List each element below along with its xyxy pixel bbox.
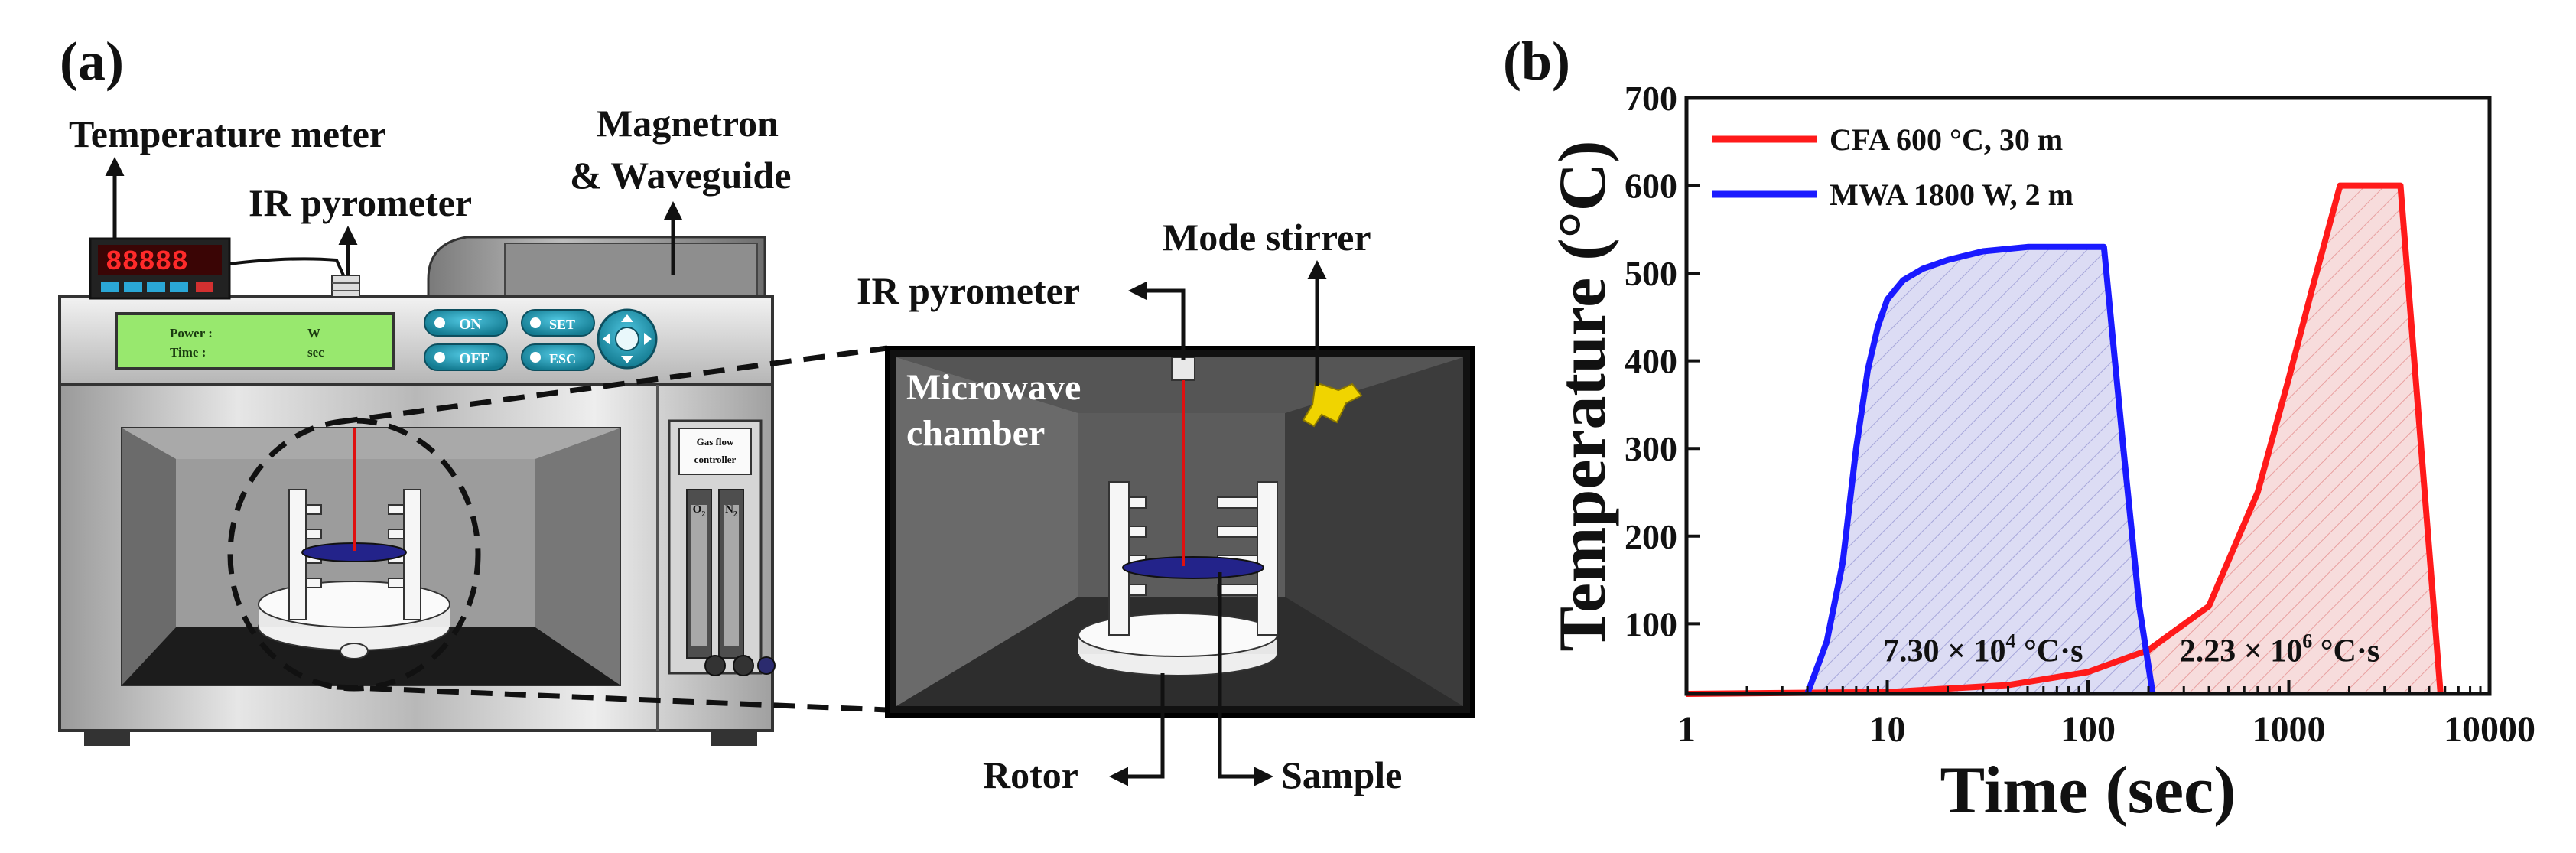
x-tick-label: 1 [1677, 709, 1696, 750]
label-mode-stirrer: Mode stirrer [1163, 216, 1371, 259]
meter-readout: 88888 [106, 246, 188, 278]
esc-button[interactable]: ESC [521, 343, 595, 371]
cavity [121, 418, 621, 692]
x-tick-label: 100 [2060, 709, 2116, 750]
gas-valve-2[interactable] [733, 655, 754, 676]
lcd-time-unit: sec [307, 345, 324, 360]
label-chamber-1: Microwave [906, 367, 1081, 408]
label-chamber-2: chamber [906, 413, 1045, 454]
y-tick-label: 100 [1625, 604, 1677, 643]
y-tick-label: 300 [1625, 429, 1677, 468]
gas-title-1: Gas flow [697, 436, 734, 448]
temperature-meter: 88888 [89, 237, 231, 300]
label-magnetron-2: & Waveguide [570, 154, 791, 197]
label-temperature-meter: Temperature meter [69, 112, 386, 155]
lcd-power-label: Power : [170, 326, 213, 340]
lcd-time-label: Time : [170, 345, 206, 360]
y-axis-label: Temperature (°C) [1546, 140, 1620, 651]
x-tick-label: 10000 [2444, 709, 2535, 750]
magnetron-housing [427, 236, 766, 301]
set-button[interactable]: SET [521, 309, 595, 337]
x-tick-label: 10 [1869, 709, 1906, 750]
legend-label-1: MWA 1800 W, 2 m [1830, 177, 2073, 212]
gas-title-2: controller [694, 454, 737, 465]
ir-pyrometer-sensor [331, 275, 360, 298]
gas-valve-1[interactable] [704, 655, 726, 676]
series-line-0 [1686, 182, 2444, 697]
arrow-rotor [1109, 673, 1165, 786]
on-button[interactable]: ON [424, 309, 508, 337]
lcd-power-unit: W [307, 326, 320, 340]
svg-text:SET: SET [549, 317, 575, 332]
svg-text:N2: N2 [725, 503, 737, 519]
svg-text:OFF: OFF [459, 350, 490, 367]
label-rotor: Rotor [983, 754, 1078, 796]
series-area-1 [1807, 246, 2153, 694]
y-tick-label: 200 [1625, 517, 1677, 556]
panel-a-letter: (a) [60, 31, 124, 92]
gas-flow-controller: Gas flow controller O2 N2 [668, 419, 776, 676]
zoom-line-top [336, 345, 888, 425]
panel-b: (b) 1 10 100 1000 10000 100 200 300 400 500 600 700… [1503, 31, 2535, 828]
lcd-display: Power : W Time : sec [115, 312, 395, 370]
y-tick-label: 700 [1625, 79, 1677, 118]
temperature-time-chart: 1 10 100 1000 10000 100 200 300 400 500 600 700Time… [1546, 79, 2535, 828]
label-magnetron-1: Magnetron [597, 102, 779, 145]
y-tick-label: 500 [1625, 254, 1677, 293]
foot-left [84, 731, 130, 746]
svg-text:O2: O2 [693, 503, 706, 519]
arrow-sample [1218, 572, 1273, 786]
svg-text:ON: ON [459, 316, 483, 333]
control-buttons: ON OFF SET ESC [424, 308, 658, 371]
panel-a: (a) Power : W Time : sec ON [58, 31, 1475, 796]
area-annotation-0: 7.30 × 104 °C·s [1883, 630, 2083, 669]
y-tick-label: 600 [1625, 167, 1677, 206]
dpad-button[interactable] [597, 308, 658, 370]
area-annotation-1: 2.23 × 106 °C·s [2180, 630, 2379, 669]
series-area-0 [1686, 185, 2441, 695]
label-ir-pyrometer-top: IR pyrometer [249, 181, 472, 224]
label-sample: Sample [1281, 754, 1402, 796]
y-tick-label: 400 [1625, 342, 1677, 381]
svg-text:ESC: ESC [549, 351, 576, 366]
series-line-1 [1804, 243, 2156, 695]
arrow-ir-pyrometer-inset [1128, 281, 1186, 360]
panel-b-letter: (b) [1503, 31, 1570, 92]
inset-sample-wafer [1122, 556, 1264, 579]
inset-chamber: Microwave chamber [885, 346, 1475, 718]
off-button[interactable]: OFF [424, 343, 508, 371]
mode-stirrer-blade [1302, 381, 1363, 428]
legend-label-0: CFA 600 °C, 30 m [1830, 122, 2063, 157]
zoom-line-bottom [336, 684, 888, 713]
x-axis-label: Time (sec) [1940, 754, 2236, 828]
meter-cable [229, 257, 346, 278]
label-ir-pyrometer-inset: IR pyrometer [857, 269, 1080, 312]
x-tick-label: 1000 [2252, 709, 2326, 750]
inset-pyrometer-head [1171, 357, 1195, 381]
foot-right [711, 731, 757, 746]
